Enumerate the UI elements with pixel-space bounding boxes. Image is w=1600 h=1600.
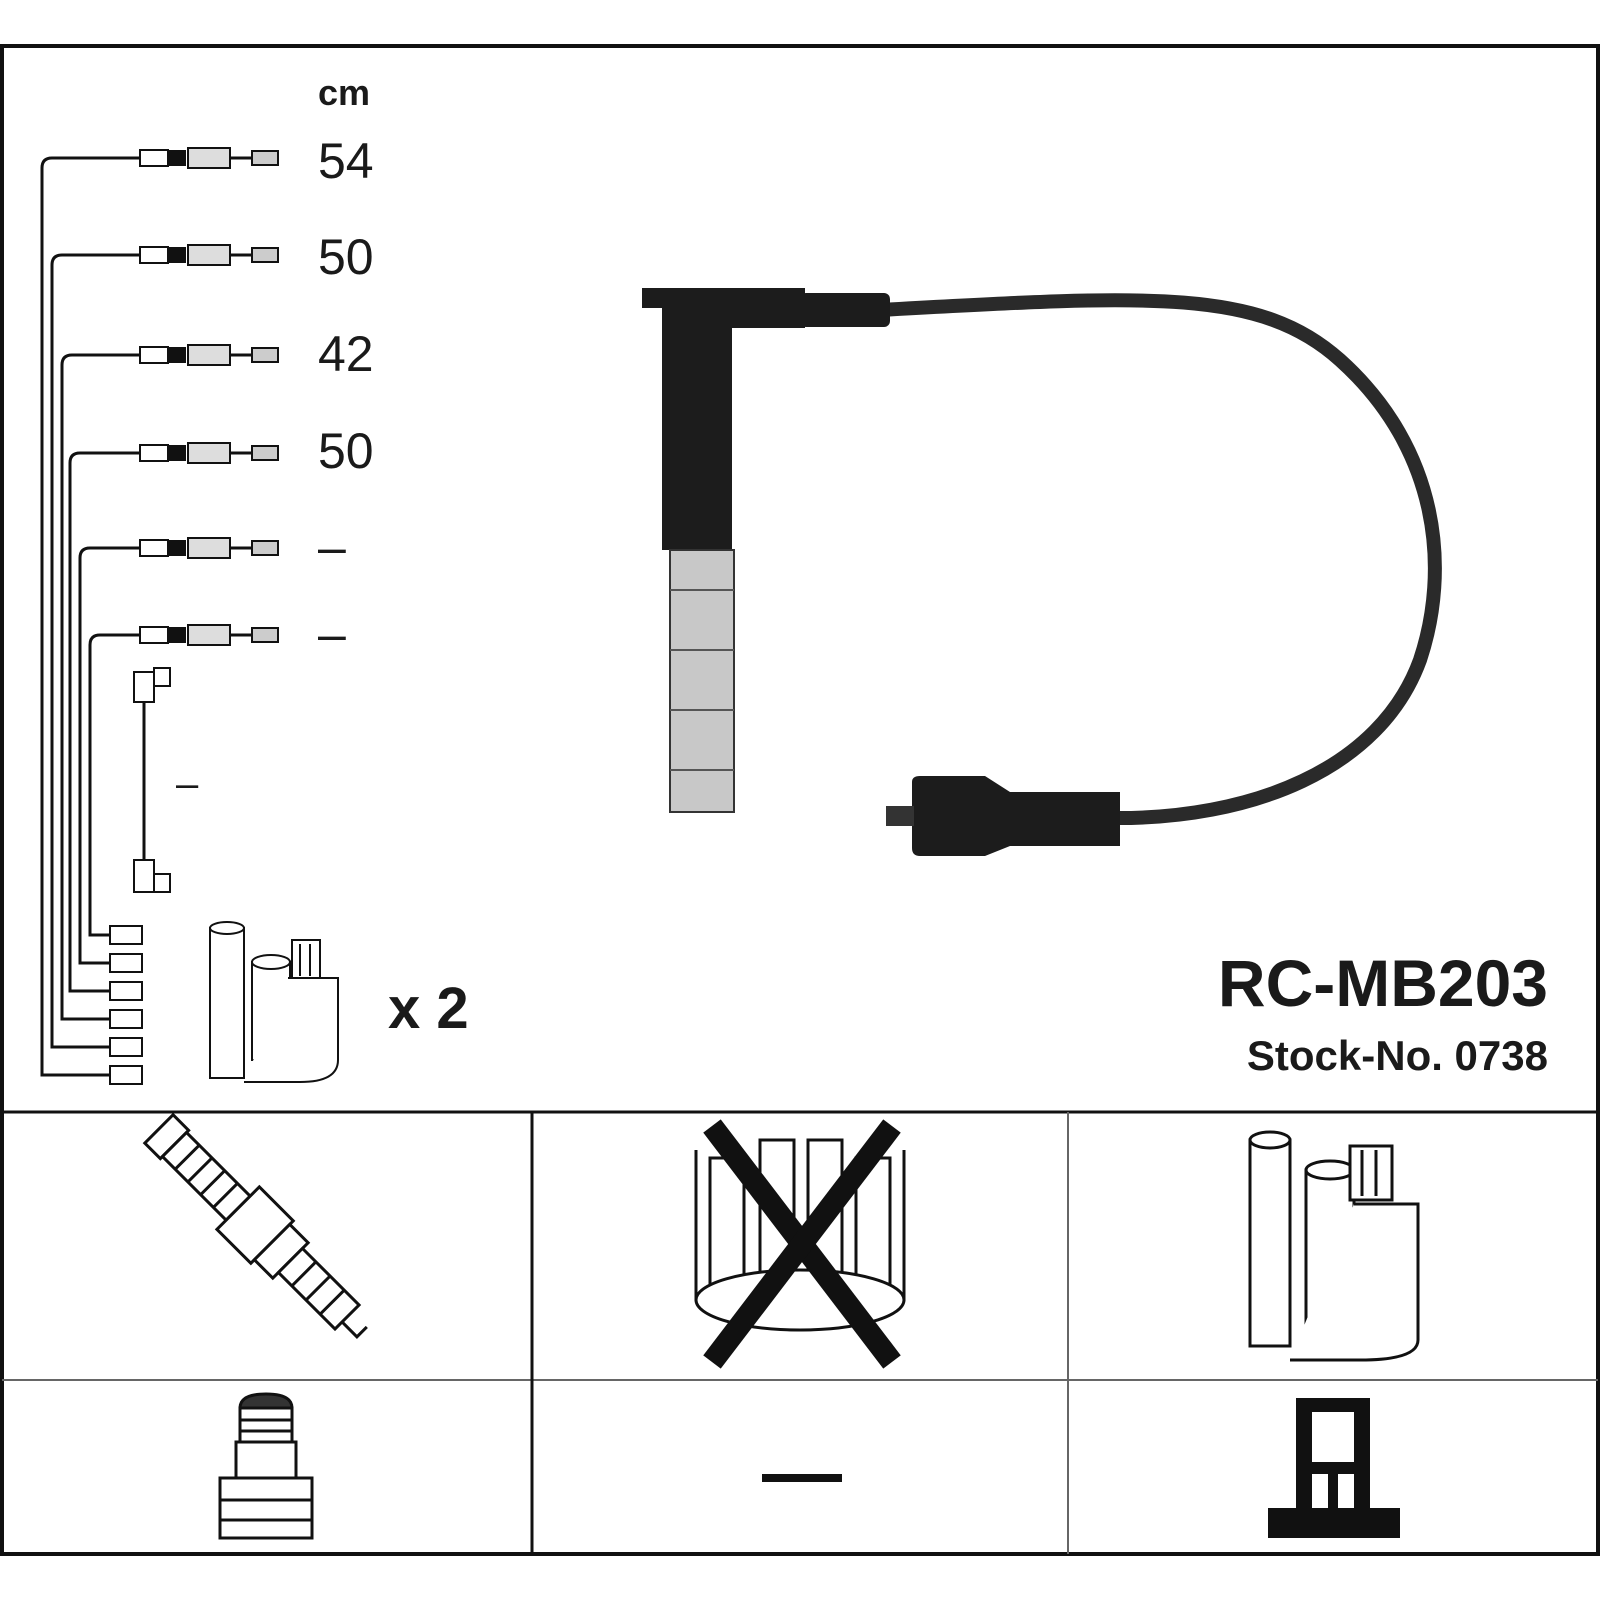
coil-pack-small <box>209 921 339 1083</box>
coil-multiplier: x 2 <box>388 976 469 1041</box>
lead-length-3: 42 <box>318 326 374 382</box>
stock-number: Stock-No. 0738 <box>1246 1032 1548 1079</box>
ignition-coil-icon <box>1248 1130 1420 1362</box>
lead-photo-cable <box>873 293 1442 826</box>
product-code: RC-MB203 <box>1217 946 1548 1020</box>
coil-lead <box>133 667 171 893</box>
lead-photo-boot-elbow <box>642 288 805 550</box>
lead-length-6: – <box>318 606 346 662</box>
lead-connector-2 <box>139 244 279 266</box>
unit-label: cm <box>318 72 371 113</box>
lead-connector-6 <box>139 624 279 646</box>
coil-lead-length: – <box>176 762 199 806</box>
lead-photo <box>642 288 1442 856</box>
lead-length-4: 50 <box>318 423 374 479</box>
lead-connector-1 <box>139 147 279 169</box>
plug-terminal-icon <box>218 1392 314 1540</box>
lead-length-2: 50 <box>318 229 374 285</box>
lead-connector-3 <box>139 344 279 366</box>
coil-terminal-icon <box>1268 1398 1400 1538</box>
lead-terminal-blocks <box>109 925 143 1085</box>
lead-length-5: – <box>318 519 346 575</box>
lead-connector-5 <box>139 537 279 559</box>
lead-length-1: 54 <box>318 133 374 189</box>
lead-photo-coil-boot <box>912 776 1120 856</box>
spark-plug-icon <box>142 1112 368 1339</box>
lead-set-schematic <box>40 156 140 1077</box>
lead-connector-4 <box>139 442 279 464</box>
not-included-cross-icon <box>703 1119 901 1369</box>
lead-photo-metal-sleeve <box>669 549 735 813</box>
sheet-frame <box>0 44 1600 1556</box>
